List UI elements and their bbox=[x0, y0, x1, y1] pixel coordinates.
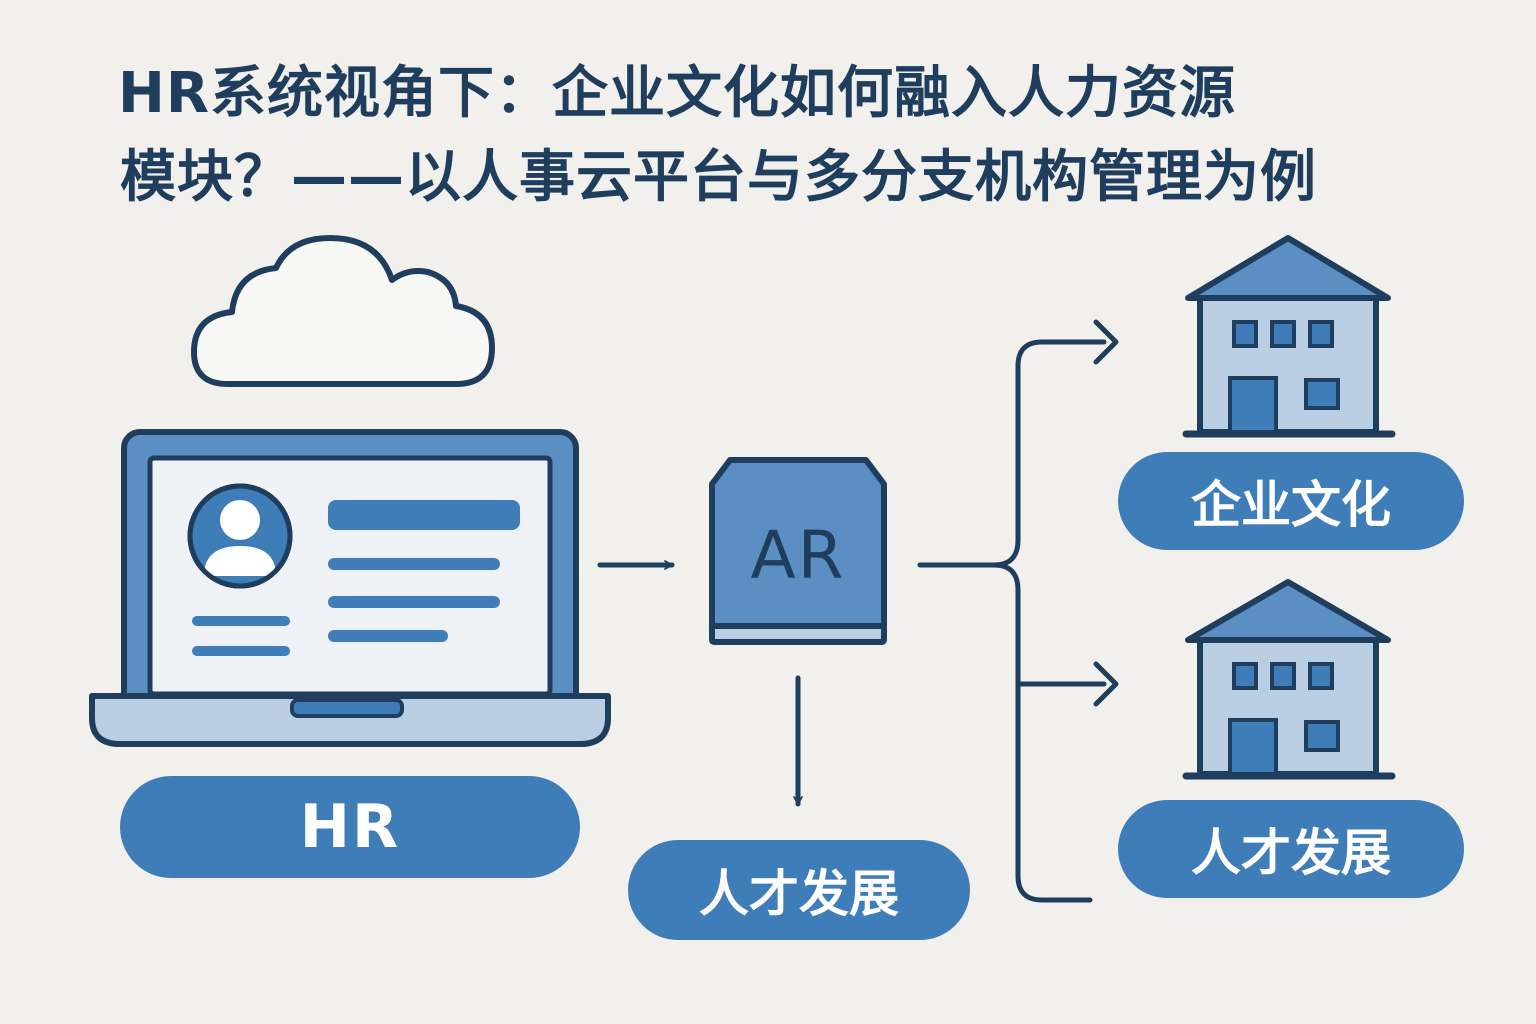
branch-arrowheads bbox=[1093, 319, 1119, 707]
screen-content-lines bbox=[192, 500, 520, 656]
page-title: HR系统视角下：企业文化如何融入人力资源 模块？——以人事云平台与多分支机构管理… bbox=[118, 52, 1478, 220]
talent-development-pill: 人才发展 bbox=[628, 840, 970, 940]
corporate-culture-pill: 企业文化 bbox=[1118, 452, 1464, 550]
title-line-2: 模块？——以人事云平台与多分支机构管理为例 bbox=[120, 145, 1317, 210]
cloud-icon bbox=[191, 235, 495, 387]
title-line-1: HR系统视角下：企业文化如何融入人力资源 bbox=[118, 61, 1236, 126]
building-icon bbox=[1182, 579, 1396, 780]
branch-connector bbox=[917, 339, 1107, 903]
module-label: AR bbox=[750, 517, 845, 594]
laptop-icon bbox=[89, 429, 611, 747]
branch-talent-development-pill: 人才发展 bbox=[1118, 800, 1464, 898]
user-avatar-icon bbox=[187, 483, 293, 589]
module-box-icon bbox=[709, 457, 887, 645]
hr-label-pill: HR bbox=[120, 776, 580, 878]
building-icon bbox=[1182, 235, 1396, 438]
